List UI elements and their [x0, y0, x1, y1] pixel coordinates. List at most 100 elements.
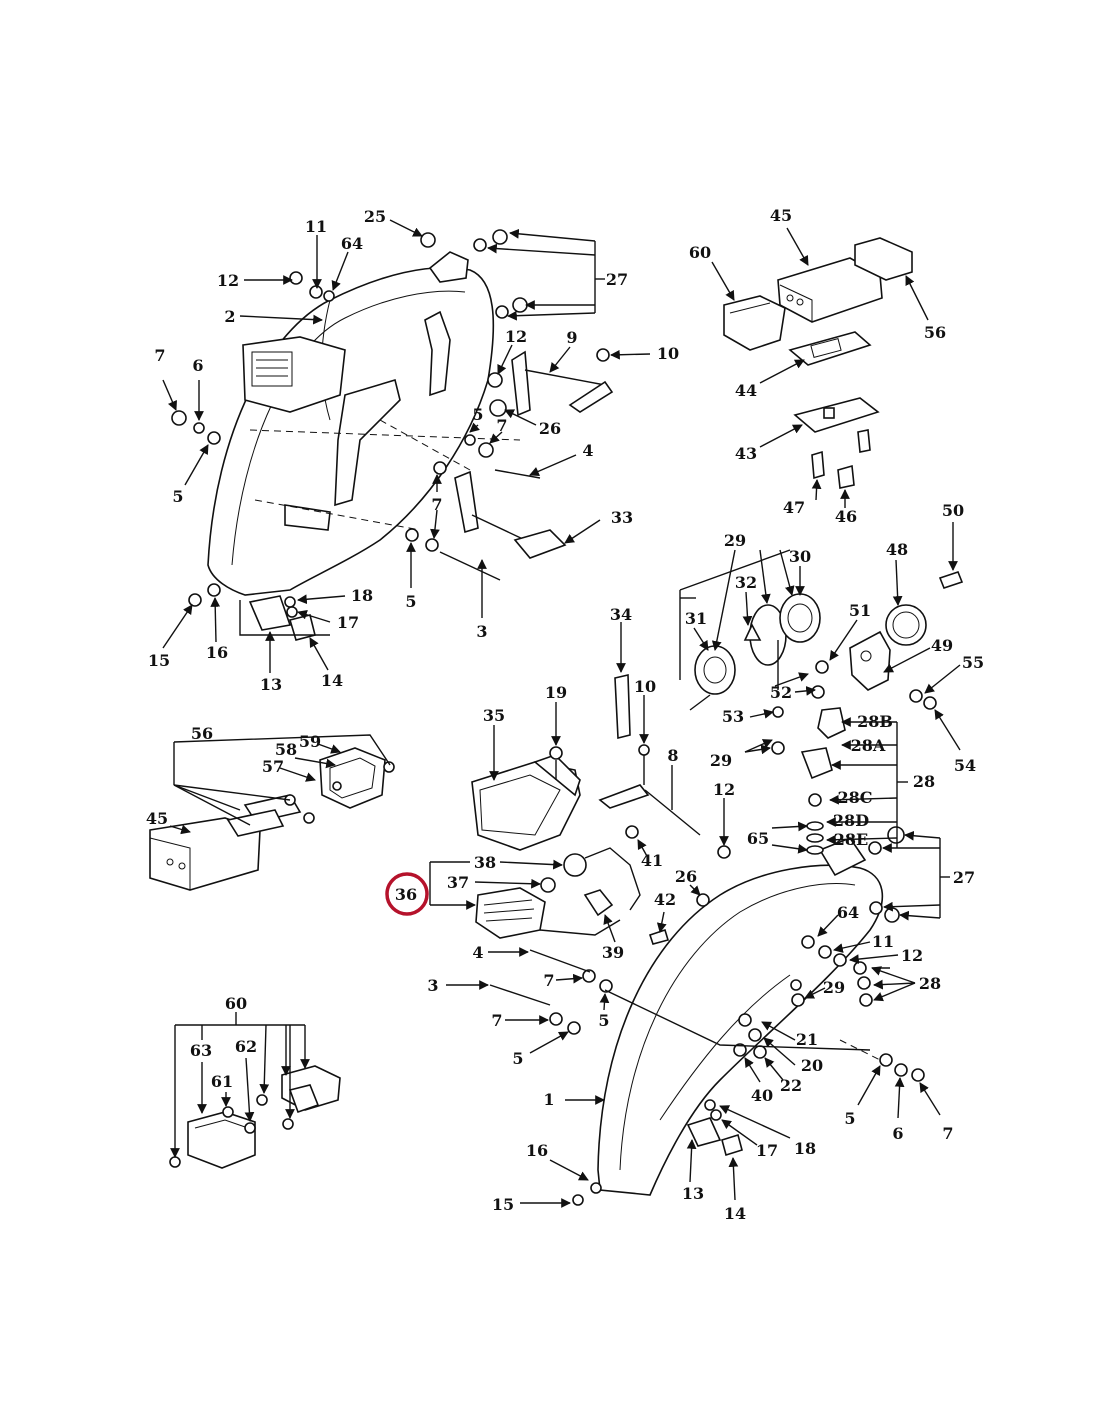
callout-label: 58	[275, 740, 297, 759]
callout-label: 14	[724, 1204, 746, 1223]
callout-label: 17	[337, 613, 359, 632]
callout-label: 45	[770, 206, 792, 225]
callout-label: 8	[667, 746, 678, 765]
callout-label: 37	[447, 873, 469, 892]
callout-label: 19	[545, 683, 567, 702]
callout-label: 14	[321, 671, 343, 690]
callout-label: 17	[756, 1141, 778, 1160]
callout-label: 26	[675, 867, 697, 886]
callout-label: 13	[682, 1184, 704, 1203]
callout-label: 54	[954, 756, 976, 775]
left-fender-assembly	[171, 229, 614, 641]
callout-label: 11	[305, 217, 327, 236]
right-fender-assembly	[471, 674, 925, 1206]
callout-label: 28D	[833, 811, 869, 830]
callout-label: 60	[225, 994, 247, 1013]
callout-label: 1	[543, 1090, 554, 1109]
callout-label: 3	[476, 622, 487, 641]
callout-label: 60	[689, 243, 711, 262]
clearance-lamp-detail	[169, 1065, 341, 1169]
callout-label: 64	[837, 903, 859, 922]
callout-label: 63	[190, 1041, 212, 1060]
callout-label: 28	[919, 974, 941, 993]
callout-label: 25	[364, 207, 386, 226]
callout-label: 27	[606, 270, 628, 289]
callout-label: 21	[796, 1030, 818, 1049]
callout-label: 2	[224, 307, 235, 326]
callout-label: 12	[505, 327, 527, 346]
callout-label: 5	[598, 1011, 609, 1030]
marker-lamp-detail	[149, 747, 395, 891]
callout-label: 18	[351, 586, 373, 605]
callout-label: 29	[724, 531, 746, 550]
callout-label: 59	[299, 732, 321, 751]
callout-label: 27	[953, 868, 975, 887]
callout-label: 32	[735, 573, 757, 592]
callout-label: 42	[654, 890, 676, 909]
lamp-housing-detail	[689, 571, 964, 855]
callout-label: 5	[172, 487, 183, 506]
left-lamp-head	[242, 336, 346, 413]
callout-label: 7	[491, 1011, 502, 1030]
callout-label: 43	[735, 444, 757, 463]
callout-label: 15	[492, 1195, 514, 1214]
callout-label: 12	[901, 946, 923, 965]
callout-label: 10	[634, 677, 656, 696]
callout-label: 16	[526, 1141, 548, 1160]
leader-lines	[162, 219, 961, 1208]
callout-label: 18	[794, 1139, 816, 1158]
callout-label: 4	[472, 943, 483, 962]
callout-label: 41	[641, 851, 663, 870]
callout-label: 6	[892, 1124, 903, 1143]
callout-label: 46	[835, 507, 857, 526]
callout-label: 28B	[857, 712, 893, 731]
callout-label: 5	[405, 592, 416, 611]
callout-label: 62	[235, 1037, 257, 1056]
callout-label: 4	[582, 441, 593, 460]
callout-label: 64	[341, 234, 363, 253]
callout-label: 53	[722, 707, 744, 726]
callout-label: 49	[931, 636, 953, 655]
callout-label: 61	[211, 1072, 233, 1091]
callout-label: 48	[886, 540, 908, 559]
callout-label: 36	[395, 885, 417, 904]
callout-label: 50	[942, 501, 964, 520]
callout-label: 10	[657, 344, 679, 363]
callout-label: 29	[823, 978, 845, 997]
callout-label: 7	[942, 1124, 953, 1143]
callout-label: 55	[962, 653, 984, 672]
callout-label: 30	[789, 547, 811, 566]
callout-label: 29	[710, 751, 732, 770]
callout-label: 33	[611, 508, 633, 527]
callout-label: 5	[844, 1109, 855, 1128]
callout-label: 28E	[834, 830, 868, 849]
callout-label: 39	[602, 943, 624, 962]
callout-label: 44	[735, 381, 757, 400]
callout-label: 15	[148, 651, 170, 670]
callout-label: 56	[191, 724, 213, 743]
callout-label: 9	[566, 328, 577, 347]
callout-label: 56	[924, 323, 946, 342]
callout-label: 28C	[838, 788, 873, 807]
callout-label: 7	[154, 346, 165, 365]
callout-label: 40	[751, 1086, 773, 1105]
callout-label: 28	[913, 772, 935, 791]
callout-label: 11	[872, 932, 894, 951]
callout-label: 31	[685, 609, 707, 628]
callout-label: 65	[747, 829, 769, 848]
callout-label: 12	[217, 271, 239, 290]
callout-label: 35	[483, 706, 505, 725]
callout-label: 7	[543, 971, 554, 990]
callout-label: 5	[472, 405, 483, 424]
callout-label: 28A	[851, 736, 886, 755]
callout-label: 22	[780, 1076, 802, 1095]
callout-label: 51	[849, 601, 871, 620]
callout-label: 34	[610, 605, 632, 624]
callout-label: 26	[539, 419, 561, 438]
callout-label: 13	[260, 675, 282, 694]
callout-label: 3	[427, 976, 438, 995]
callout-label: 12	[713, 780, 735, 799]
callout-label: 52	[770, 683, 792, 702]
callout-label: 45	[146, 809, 168, 828]
callout-labels: 25 11 64 12 2 27 12 9 10 7 6 5 5 7 26 4 …	[146, 206, 984, 1223]
